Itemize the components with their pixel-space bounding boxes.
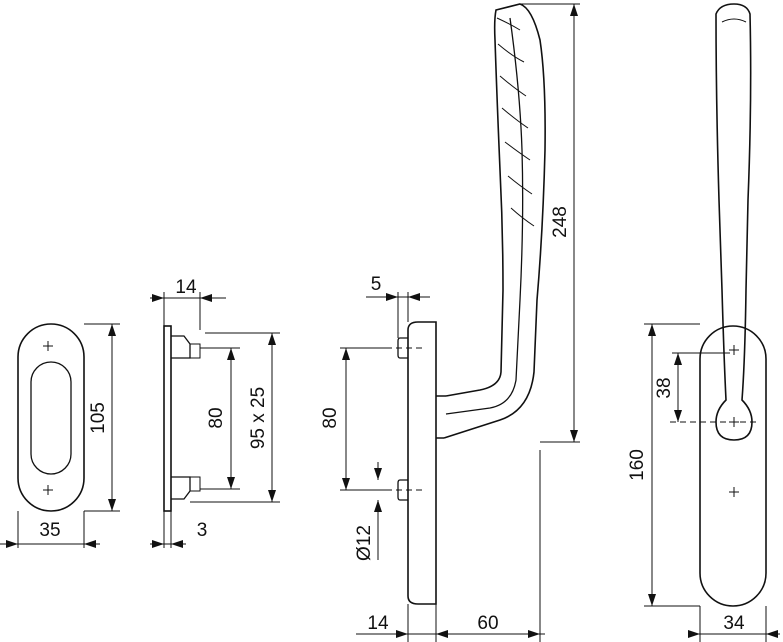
handle-height-label: 248 — [550, 206, 571, 238]
rosette-outline — [17, 323, 85, 512]
cover-side-view: 14 3 80 95 x 25 — [150, 277, 280, 548]
handle-side-view: 248 5 80 Ø12 14 60 — [320, 3, 580, 642]
cover-plate-label: 3 — [197, 520, 208, 541]
handle-lever — [443, 3, 546, 439]
projection-label: 60 — [477, 613, 498, 634]
handle-front-view: 38 160 34 — [627, 3, 780, 642]
base-depth-label: 14 — [367, 613, 389, 634]
rosette-recess — [30, 361, 72, 475]
cover-depth-label: 14 — [175, 277, 197, 298]
cover-body-bottom — [171, 476, 191, 500]
screw-mark-top — [43, 341, 53, 351]
front-lever — [715, 3, 753, 441]
front-height-label: 160 — [627, 449, 648, 481]
bolt-diameter-label: Ø12 — [354, 525, 375, 561]
cover-plate — [163, 325, 172, 512]
rosette-view: 105 35 — [0, 323, 120, 548]
cover-body-top — [171, 335, 191, 359]
side-offset-label: 5 — [371, 274, 382, 295]
rosette-height-label: 105 — [88, 402, 109, 434]
front-plate — [699, 325, 767, 607]
handle-base-plate — [407, 321, 437, 605]
front-spindle-label: 38 — [654, 377, 675, 398]
side-spacing-label: 80 — [320, 407, 341, 428]
rosette-width-label: 35 — [39, 520, 60, 541]
cover-size-label: 95 x 25 — [248, 387, 269, 449]
screw-mark-bottom — [43, 485, 53, 495]
cover-spacing-label: 80 — [206, 407, 227, 428]
front-width-label: 34 — [723, 613, 745, 634]
